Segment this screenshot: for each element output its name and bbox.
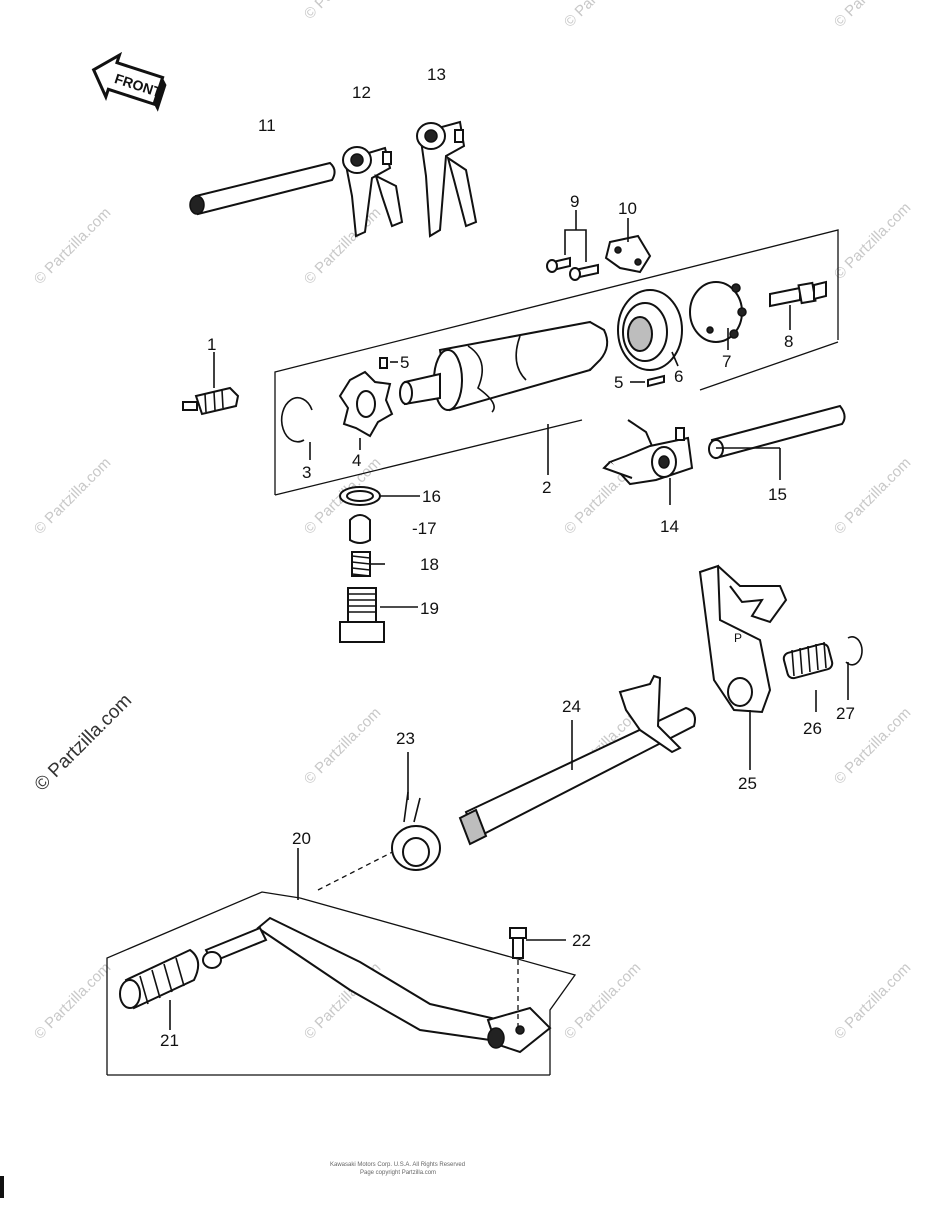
watermark: © Partzilla.com bbox=[31, 454, 114, 537]
callout-3: 3 bbox=[302, 463, 311, 482]
watermark: © Partzilla.com bbox=[831, 959, 914, 1042]
part-16-washer bbox=[339, 486, 420, 506]
lever-mark: P bbox=[734, 631, 742, 645]
part-14-shift-fork bbox=[602, 419, 694, 505]
watermark: © Partzilla.com bbox=[831, 199, 914, 282]
watermark: © Partzilla.com bbox=[301, 0, 384, 23]
assembly-frame-drum bbox=[274, 229, 839, 496]
watermark: © Partzilla.com bbox=[561, 0, 644, 31]
part-2-shift-drum bbox=[399, 320, 609, 475]
part-23-return-spring bbox=[391, 752, 441, 871]
assembly-frame-pedal bbox=[106, 837, 577, 1076]
watermark: © Partzilla.com bbox=[301, 204, 384, 287]
callout-26: 26 bbox=[803, 719, 822, 738]
watermark: © Partzilla.com bbox=[561, 959, 644, 1042]
edge-mark bbox=[0, 1176, 4, 1198]
callout-11: 11 bbox=[258, 116, 276, 135]
part-8-pin bbox=[769, 280, 827, 330]
callout-1: 1 bbox=[207, 335, 216, 354]
front-direction-badge: FRONT bbox=[91, 51, 167, 112]
part-17-plunger bbox=[349, 514, 371, 544]
callout-19: 19 bbox=[420, 599, 439, 618]
part-15-shift-rod bbox=[708, 404, 846, 480]
callout-labels: 1 2 3 4 5 5 6 7 8 9 10 11 12 13 14 15 16… bbox=[160, 65, 855, 1050]
watermark-layer: © Partzilla.com © Partzilla.com © Partzi… bbox=[31, 0, 915, 1043]
callout-15: 15 bbox=[768, 485, 787, 504]
watermark: © Partzilla.com bbox=[301, 704, 384, 787]
callout-25: 25 bbox=[738, 774, 757, 793]
part-4-star-plate bbox=[338, 370, 394, 450]
callout-13: 13 bbox=[427, 65, 446, 84]
callout-5-upper: 5 bbox=[400, 353, 409, 372]
watermark: © Partzilla.com bbox=[831, 0, 914, 31]
callout-10: 10 bbox=[618, 199, 637, 218]
watermark: © Partzilla.com bbox=[831, 454, 914, 537]
part-27-clip bbox=[845, 636, 863, 700]
callout-22: 22 bbox=[572, 931, 591, 950]
callout-14: 14 bbox=[660, 517, 679, 536]
callout-7: 7 bbox=[722, 352, 731, 371]
part-24-shift-shaft bbox=[458, 674, 696, 846]
callout-24: 24 bbox=[562, 697, 581, 716]
part-9-bolts bbox=[546, 210, 599, 281]
part-10-plate bbox=[604, 218, 652, 274]
part-25-shift-lever: P bbox=[698, 564, 788, 770]
callout-5-lower: 5 bbox=[614, 373, 623, 392]
callout-9: 9 bbox=[570, 192, 579, 211]
part-20-shift-pedal bbox=[202, 848, 552, 1054]
callout-4: 4 bbox=[352, 451, 361, 470]
part-12-shift-fork bbox=[342, 146, 404, 238]
part-11-shift-rod bbox=[189, 161, 336, 216]
part-7-cam-plate bbox=[689, 281, 747, 350]
callout-27: 27 bbox=[836, 704, 855, 723]
footer-line-1: Kawasaki Motors Corp. U.S.A. All Rights … bbox=[330, 1162, 465, 1168]
part-18-spring bbox=[351, 551, 385, 577]
callout-18: 18 bbox=[420, 555, 439, 574]
footer-line-2: Page copyright Partzilla.com bbox=[360, 1170, 436, 1176]
part-19-plug-bolt bbox=[339, 587, 418, 643]
watermark: © Partzilla.com bbox=[31, 204, 114, 287]
callout-17: -17 bbox=[412, 519, 437, 538]
part-1-neutral-switch bbox=[182, 352, 240, 416]
callout-8: 8 bbox=[784, 332, 793, 351]
watermark: © Partzilla.com bbox=[31, 959, 114, 1042]
side-watermark: © Partzilla.com bbox=[31, 690, 136, 795]
callout-2: 2 bbox=[542, 478, 551, 497]
footer-copyright: Kawasaki Motors Corp. U.S.A. All Rights … bbox=[330, 1162, 465, 1176]
part-13-shift-fork bbox=[416, 120, 478, 238]
callout-16: 16 bbox=[422, 487, 441, 506]
callout-6: 6 bbox=[674, 367, 683, 386]
badge-shadow bbox=[153, 77, 167, 112]
callout-12: 12 bbox=[352, 83, 371, 102]
part-21-pedal-rubber bbox=[119, 948, 200, 1030]
part-3-circlip bbox=[280, 397, 313, 460]
part-6-bearing bbox=[617, 289, 683, 371]
callout-20: 20 bbox=[292, 829, 311, 848]
part-5-pins bbox=[379, 357, 665, 388]
part-26-spring bbox=[782, 641, 834, 712]
callout-21: 21 bbox=[160, 1031, 179, 1050]
callout-23: 23 bbox=[396, 729, 415, 748]
part-22-bolt bbox=[509, 927, 566, 1030]
